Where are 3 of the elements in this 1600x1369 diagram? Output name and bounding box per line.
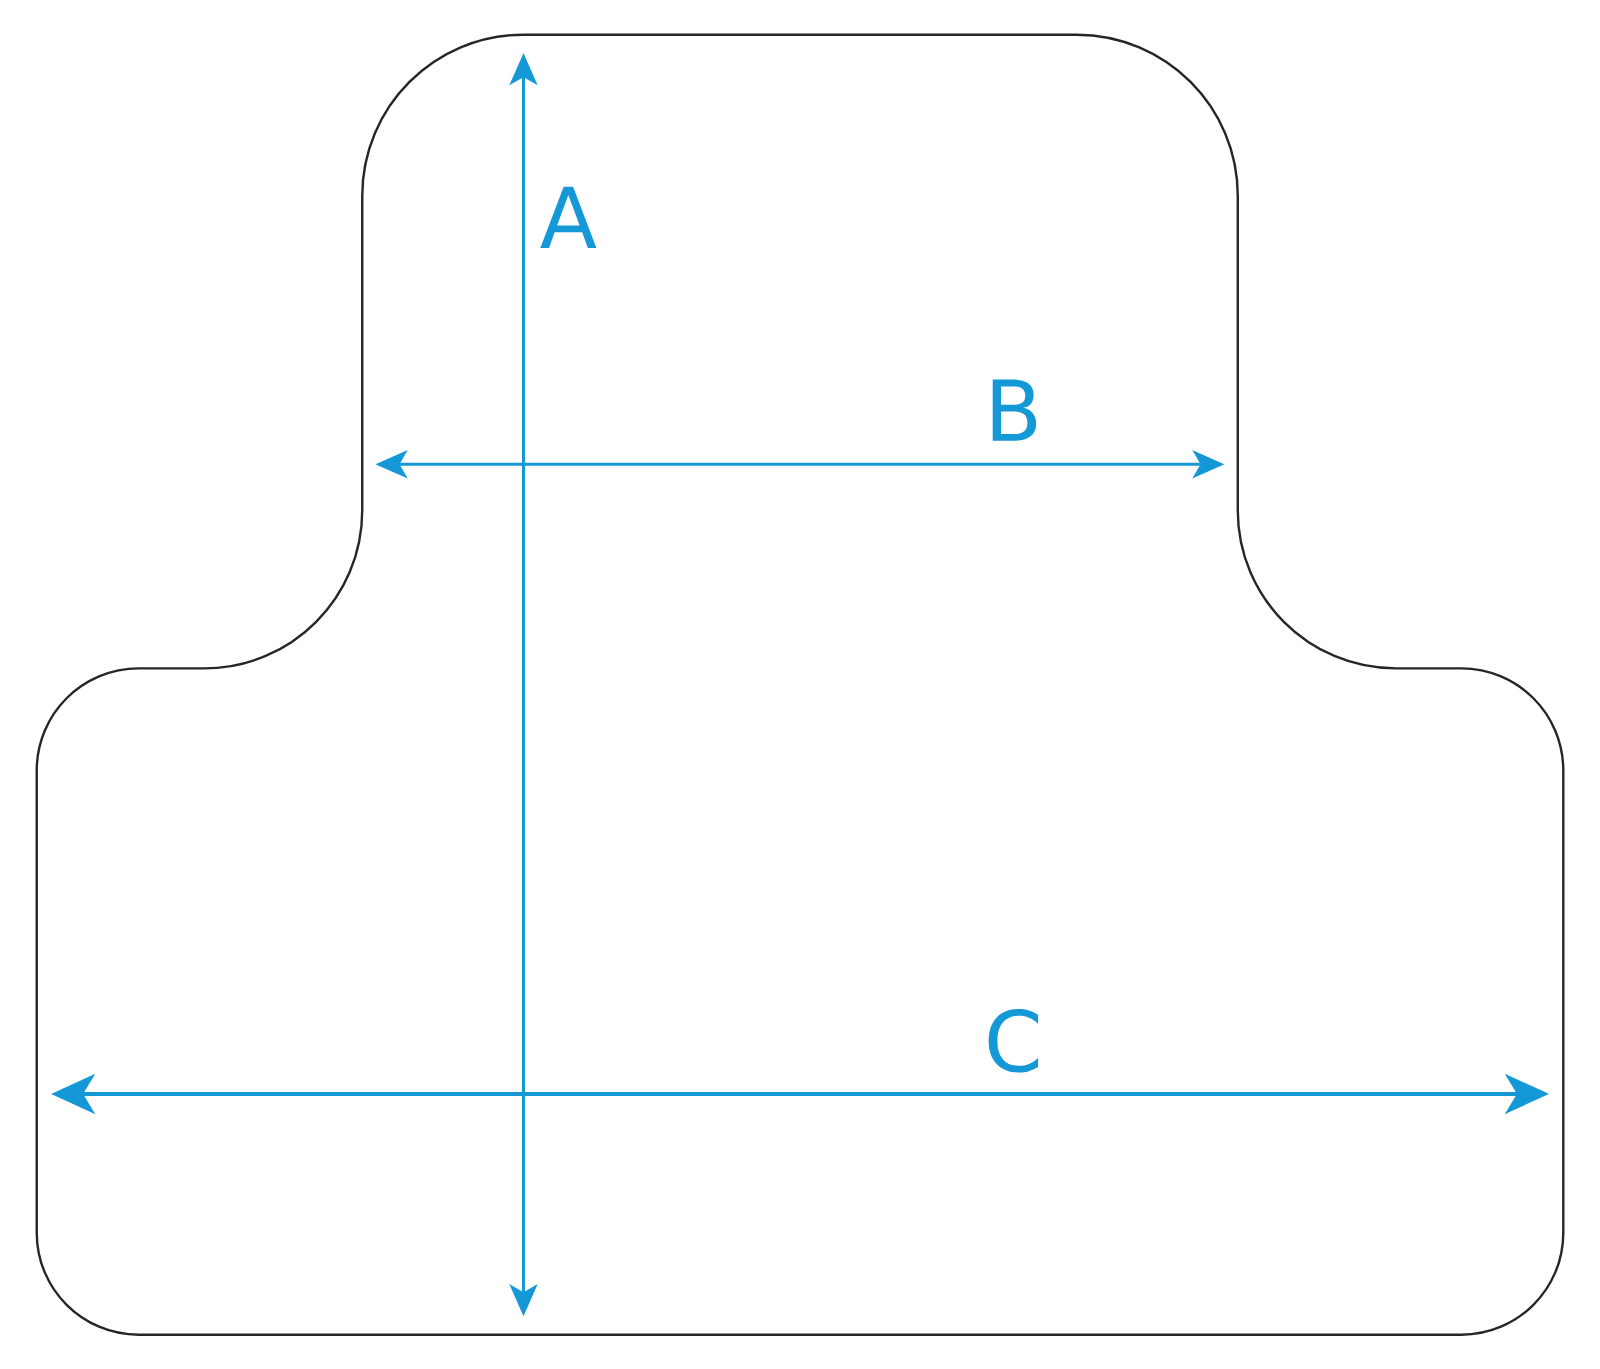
dimension-label: C bbox=[988, 1008, 1039, 1073]
dimension-label: B bbox=[992, 379, 1037, 441]
dimension-label: A bbox=[540, 186, 597, 248]
